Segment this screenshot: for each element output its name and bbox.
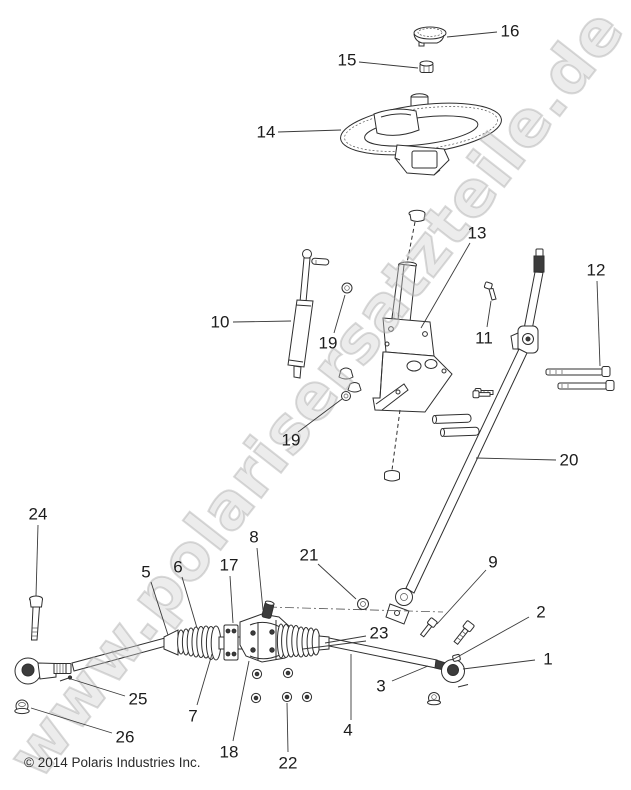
leader-line-10 [232, 320, 292, 323]
part-mount-nuts-22 [250, 667, 313, 704]
leader-line-26 [30, 707, 113, 734]
callout-number-24: 24 [28, 504, 48, 524]
leader-line-8 [256, 547, 264, 611]
part-steering-wheel [340, 93, 502, 176]
part-flange-nut-26 [14, 699, 30, 715]
callout-number-2: 2 [536, 602, 546, 622]
part-bushing [384, 470, 400, 482]
callout-number-11: 11 [475, 328, 493, 348]
callout-number-3: 3 [376, 676, 386, 696]
leader-line-17 [229, 575, 234, 624]
part-gas-spring [287, 249, 330, 379]
part-bolt-11-upper [483, 281, 497, 301]
callout-number-13: 13 [467, 223, 487, 243]
part-rack-and-pinion [163, 600, 330, 663]
callout-number-5: 5 [141, 562, 151, 582]
callout-number-25: 25 [128, 689, 148, 709]
part-bolt-24 [29, 595, 43, 641]
assembly-centerline [267, 606, 444, 613]
leader-line-23 [324, 635, 367, 644]
leader-line-13 [420, 242, 471, 329]
leader-line-20 [475, 457, 557, 461]
part-column-cap [406, 209, 426, 264]
part-grease-fitting-25 [59, 675, 73, 682]
callout-number-20: 20 [559, 450, 579, 470]
part-small-bolt [472, 390, 491, 399]
leader-line-19 [333, 294, 346, 334]
part-nut-19-upper [341, 282, 353, 294]
part-steering-nut [419, 60, 434, 73]
leader-line-18 [232, 660, 250, 742]
callout-number-26: 26 [115, 727, 135, 747]
callout-number-14: 14 [256, 122, 276, 142]
callout-number-4: 4 [343, 720, 353, 740]
leader-line-11 [486, 300, 492, 328]
callout-number-18: 18 [219, 742, 239, 762]
part-steering-shaft [385, 248, 545, 625]
part-bolts-12 [545, 366, 615, 391]
leader-line-3 [391, 665, 429, 682]
callout-number-21: 21 [299, 545, 319, 565]
leader-line-16 [446, 31, 498, 38]
leader-line-7 [196, 653, 213, 706]
callout-number-6: 6 [173, 557, 183, 577]
callout-number-19: 19 [318, 333, 338, 353]
leader-line-14 [277, 129, 342, 133]
callout-number-15: 15 [337, 50, 357, 70]
leader-line-6 [181, 576, 198, 629]
copyright-notice: © 2014 Polaris Industries Inc. [24, 755, 201, 770]
part-nut-21 [357, 598, 369, 610]
part-spacer-tubes [432, 413, 480, 437]
part-flange-nut-right [427, 692, 441, 706]
leader-line-15 [358, 61, 419, 69]
leader-line-12 [596, 280, 601, 367]
leader-line-1 [462, 659, 536, 670]
callout-number-12: 12 [586, 260, 606, 280]
part-grommets-19 [338, 367, 362, 401]
leader-line-25 [70, 678, 126, 697]
callout-number-17: 17 [219, 555, 239, 575]
leader-line-19 [297, 398, 343, 433]
part-right-tie-rod [328, 637, 469, 688]
callout-number-1: 1 [543, 649, 553, 669]
callout-number-19: 19 [281, 430, 301, 450]
part-steering-wheel-cap [413, 26, 447, 47]
leader-line-24 [35, 524, 39, 597]
part-bolt-9 [419, 617, 475, 646]
callout-number-8: 8 [249, 527, 259, 547]
callout-number-7: 7 [188, 706, 198, 726]
callout-number-16: 16 [500, 21, 520, 41]
callout-number-10: 10 [210, 312, 230, 332]
leader-line-5 [150, 581, 169, 636]
leader-line-2 [451, 616, 530, 661]
leader-line-23 [302, 640, 367, 650]
callout-number-9: 9 [488, 552, 498, 572]
callout-number-22: 22 [278, 753, 298, 773]
leader-line-21 [317, 563, 357, 600]
leader-line-9 [436, 569, 487, 625]
leader-line-22 [286, 702, 289, 753]
callout-number-23: 23 [369, 623, 389, 643]
